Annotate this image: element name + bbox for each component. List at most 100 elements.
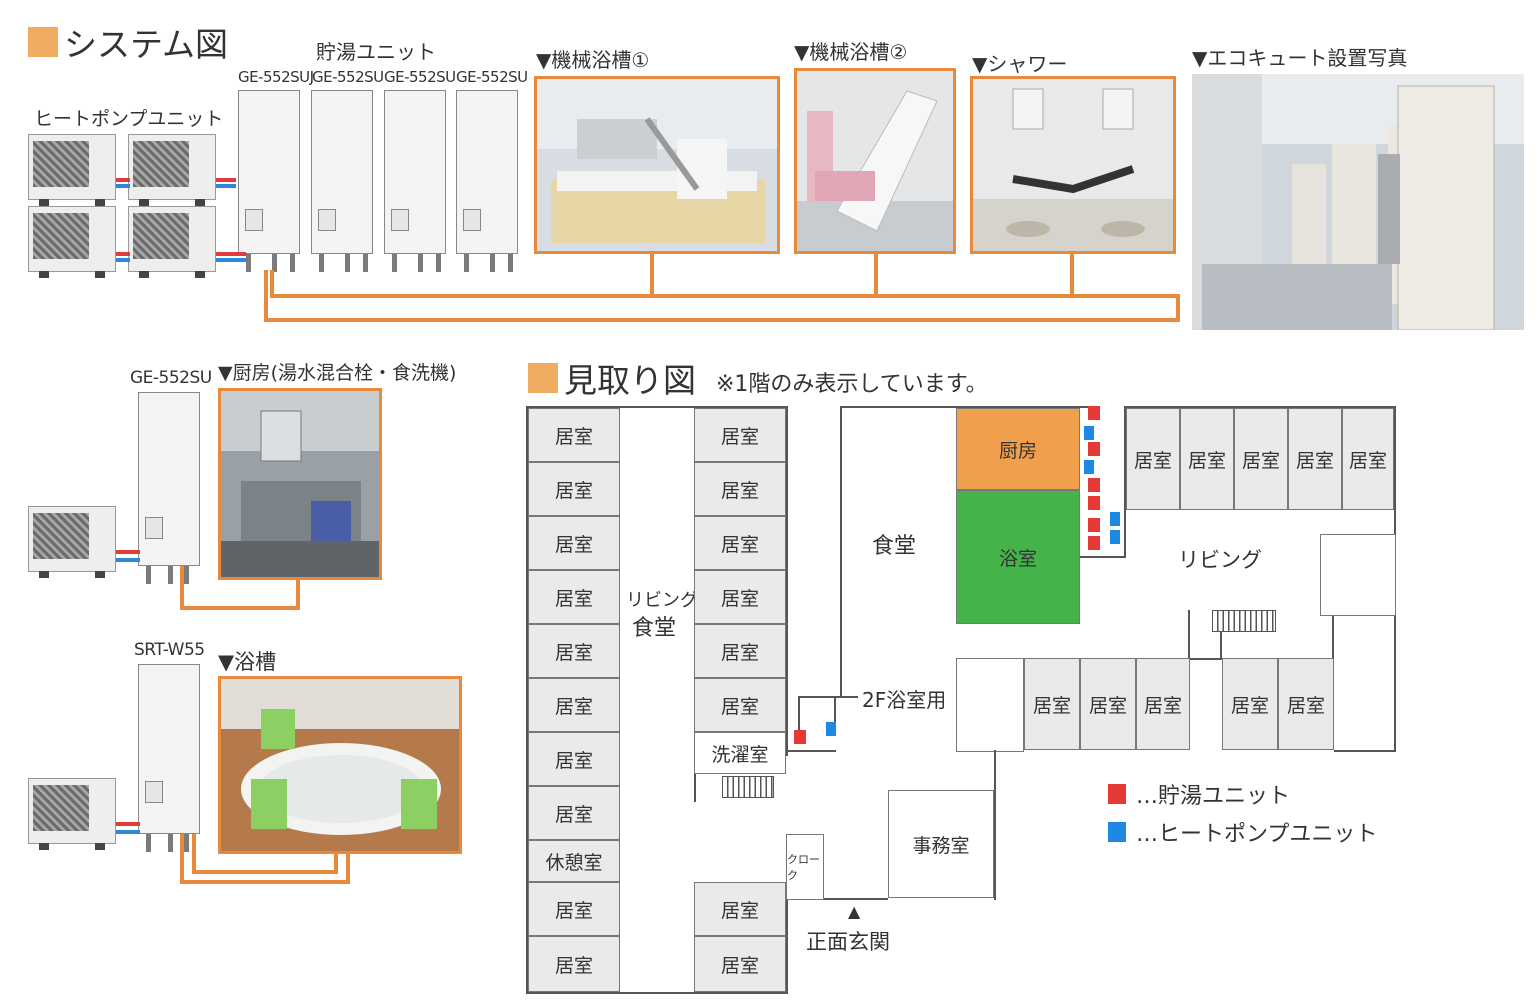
bath2-caption: ▼機械浴槽② xyxy=(794,40,908,64)
kitchen-photo xyxy=(218,388,382,580)
legend-swatch xyxy=(1108,822,1126,842)
room-living-quarters: 居室 xyxy=(694,570,786,624)
tub-caption: ▼浴槽 xyxy=(218,650,277,674)
storage-tank xyxy=(384,90,446,254)
heatpump-unit xyxy=(28,206,116,278)
legend-swatch xyxy=(1108,784,1126,804)
storage-unit-marker xyxy=(1088,478,1100,492)
room-rest: 休憩室 xyxy=(528,840,620,882)
room-living-quarters: 居室 xyxy=(1342,408,1394,510)
room-living-quarters: 居室 xyxy=(694,516,786,570)
storage-unit-label: 貯湯ユニット xyxy=(316,40,436,64)
model-label: GE-552SU xyxy=(384,68,456,86)
heatpump-unit-marker xyxy=(1084,426,1094,440)
heatpump-unit xyxy=(28,134,116,206)
shower-caption: ▼シャワー xyxy=(972,52,1068,76)
storage-unit-marker xyxy=(1088,518,1100,532)
heatpump-unit-marker xyxy=(1110,512,1120,526)
legend-heatpump-unit: …ヒートポンプユニット xyxy=(1108,816,1377,848)
room-living-quarters: 居室 xyxy=(528,624,620,678)
heatpump-unit-marker xyxy=(1110,530,1120,544)
ecocute-installation-photo xyxy=(1192,74,1524,330)
room-living-quarters: 居室 xyxy=(528,408,620,462)
room-living-quarters: 居室 xyxy=(694,678,786,732)
ecocute-caption: ▼エコキュート設置写真 xyxy=(1192,46,1408,70)
room-laundry: 洗濯室 xyxy=(694,732,786,774)
heatpump-unit-marker xyxy=(826,722,836,736)
heatpump-unit xyxy=(28,778,116,850)
room-living-quarters: 居室 xyxy=(528,786,620,840)
heatpump-unit xyxy=(128,206,216,278)
room-living-quarters: 居室 xyxy=(1024,658,1080,750)
room-living-quarters: 居室 xyxy=(694,882,786,936)
storage-tank xyxy=(138,392,200,566)
system-heading: システム図 xyxy=(28,18,228,66)
storage-unit-marker xyxy=(1088,442,1100,456)
room-living-quarters: 居室 xyxy=(694,936,786,992)
storage-unit-marker xyxy=(794,730,806,744)
room-office: 事務室 xyxy=(888,790,994,898)
shower-photo xyxy=(970,76,1176,254)
storage-tank xyxy=(456,90,518,254)
bath1-caption: ▼機械浴槽① xyxy=(536,48,650,72)
room-living-quarters: 居室 xyxy=(694,624,786,678)
mechanical-bath1-photo xyxy=(534,76,780,254)
room-living-quarters: 居室 xyxy=(528,462,620,516)
floorplan-note: ※1階のみ表示しています。 xyxy=(716,372,988,397)
corridor-dining-label: 食堂 xyxy=(632,616,677,641)
heading-marker xyxy=(28,27,58,57)
room-living-quarters: 居室 xyxy=(694,408,786,462)
stairs xyxy=(1212,610,1276,632)
room-living-quarters: 居室 xyxy=(1126,408,1180,510)
storage-tank xyxy=(238,90,300,254)
room-living-quarters: 居室 xyxy=(1080,658,1136,750)
tub-photo xyxy=(218,676,462,854)
model-label: GE-552SUJ xyxy=(238,68,314,86)
room-living-quarters: 居室 xyxy=(1180,408,1234,510)
heading-marker xyxy=(528,363,558,393)
storage-tank xyxy=(311,90,373,254)
room-living-quarters: 居室 xyxy=(1234,408,1288,510)
system-title: システム図 xyxy=(64,25,229,64)
heatpump-unit xyxy=(128,134,216,206)
room-living-quarters: 居室 xyxy=(528,882,620,936)
room-living-quarters: 居室 xyxy=(1136,658,1190,750)
room-living-quarters: 居室 xyxy=(528,732,620,786)
stairs xyxy=(722,776,774,798)
legend-label: …ヒートポンプユニット xyxy=(1136,822,1378,847)
model-label: GE-552SU xyxy=(456,68,528,86)
heatpump-unit-marker xyxy=(1084,460,1094,474)
room-storage xyxy=(1320,534,1396,616)
room-living-quarters: 居室 xyxy=(1222,658,1278,750)
entrance-arrow-icon: ▲ xyxy=(848,902,861,921)
dining-label: 食堂 xyxy=(872,534,917,559)
entrance-label: 正面玄関 xyxy=(806,930,890,954)
bath-2f-label: 2F浴室用 xyxy=(862,688,947,712)
storage-tank xyxy=(138,664,200,834)
room-open xyxy=(956,658,1024,752)
model-label: GE-552SU xyxy=(312,68,384,86)
room-bath: 浴室 xyxy=(956,490,1080,624)
room-living-quarters: 居室 xyxy=(528,570,620,624)
storage-unit-marker xyxy=(1088,496,1100,510)
heatpump-unit-label: ヒートポンプユニット xyxy=(34,108,224,130)
mechanical-bath2-photo xyxy=(794,68,956,254)
tub-model-label: SRT-W55 xyxy=(134,640,205,660)
room-living-quarters: 居室 xyxy=(528,936,620,992)
corridor-living-label: リビング xyxy=(626,590,698,611)
legend-storage-unit: …貯湯ユニット xyxy=(1108,778,1290,810)
room-living-quarters: 居室 xyxy=(528,516,620,570)
room-living-quarters: 居室 xyxy=(528,678,620,732)
room-kitchen: 厨房 xyxy=(956,408,1080,490)
heatpump-unit xyxy=(28,506,116,578)
floorplan-heading: 見取り図 ※1階のみ表示しています。 xyxy=(528,354,988,402)
room-living-quarters: 居室 xyxy=(1278,658,1334,750)
legend-label: …貯湯ユニット xyxy=(1136,784,1291,809)
room-living-quarters: 居室 xyxy=(1288,408,1342,510)
storage-unit-marker xyxy=(1088,536,1100,550)
living-label: リビング xyxy=(1178,548,1262,572)
storage-unit-marker xyxy=(1088,406,1100,420)
room-living-quarters: 居室 xyxy=(694,462,786,516)
floorplan-title: 見取り図 xyxy=(564,361,696,400)
kitchen-caption: ▼厨房(湯水混合栓・食洗機) xyxy=(218,362,457,384)
